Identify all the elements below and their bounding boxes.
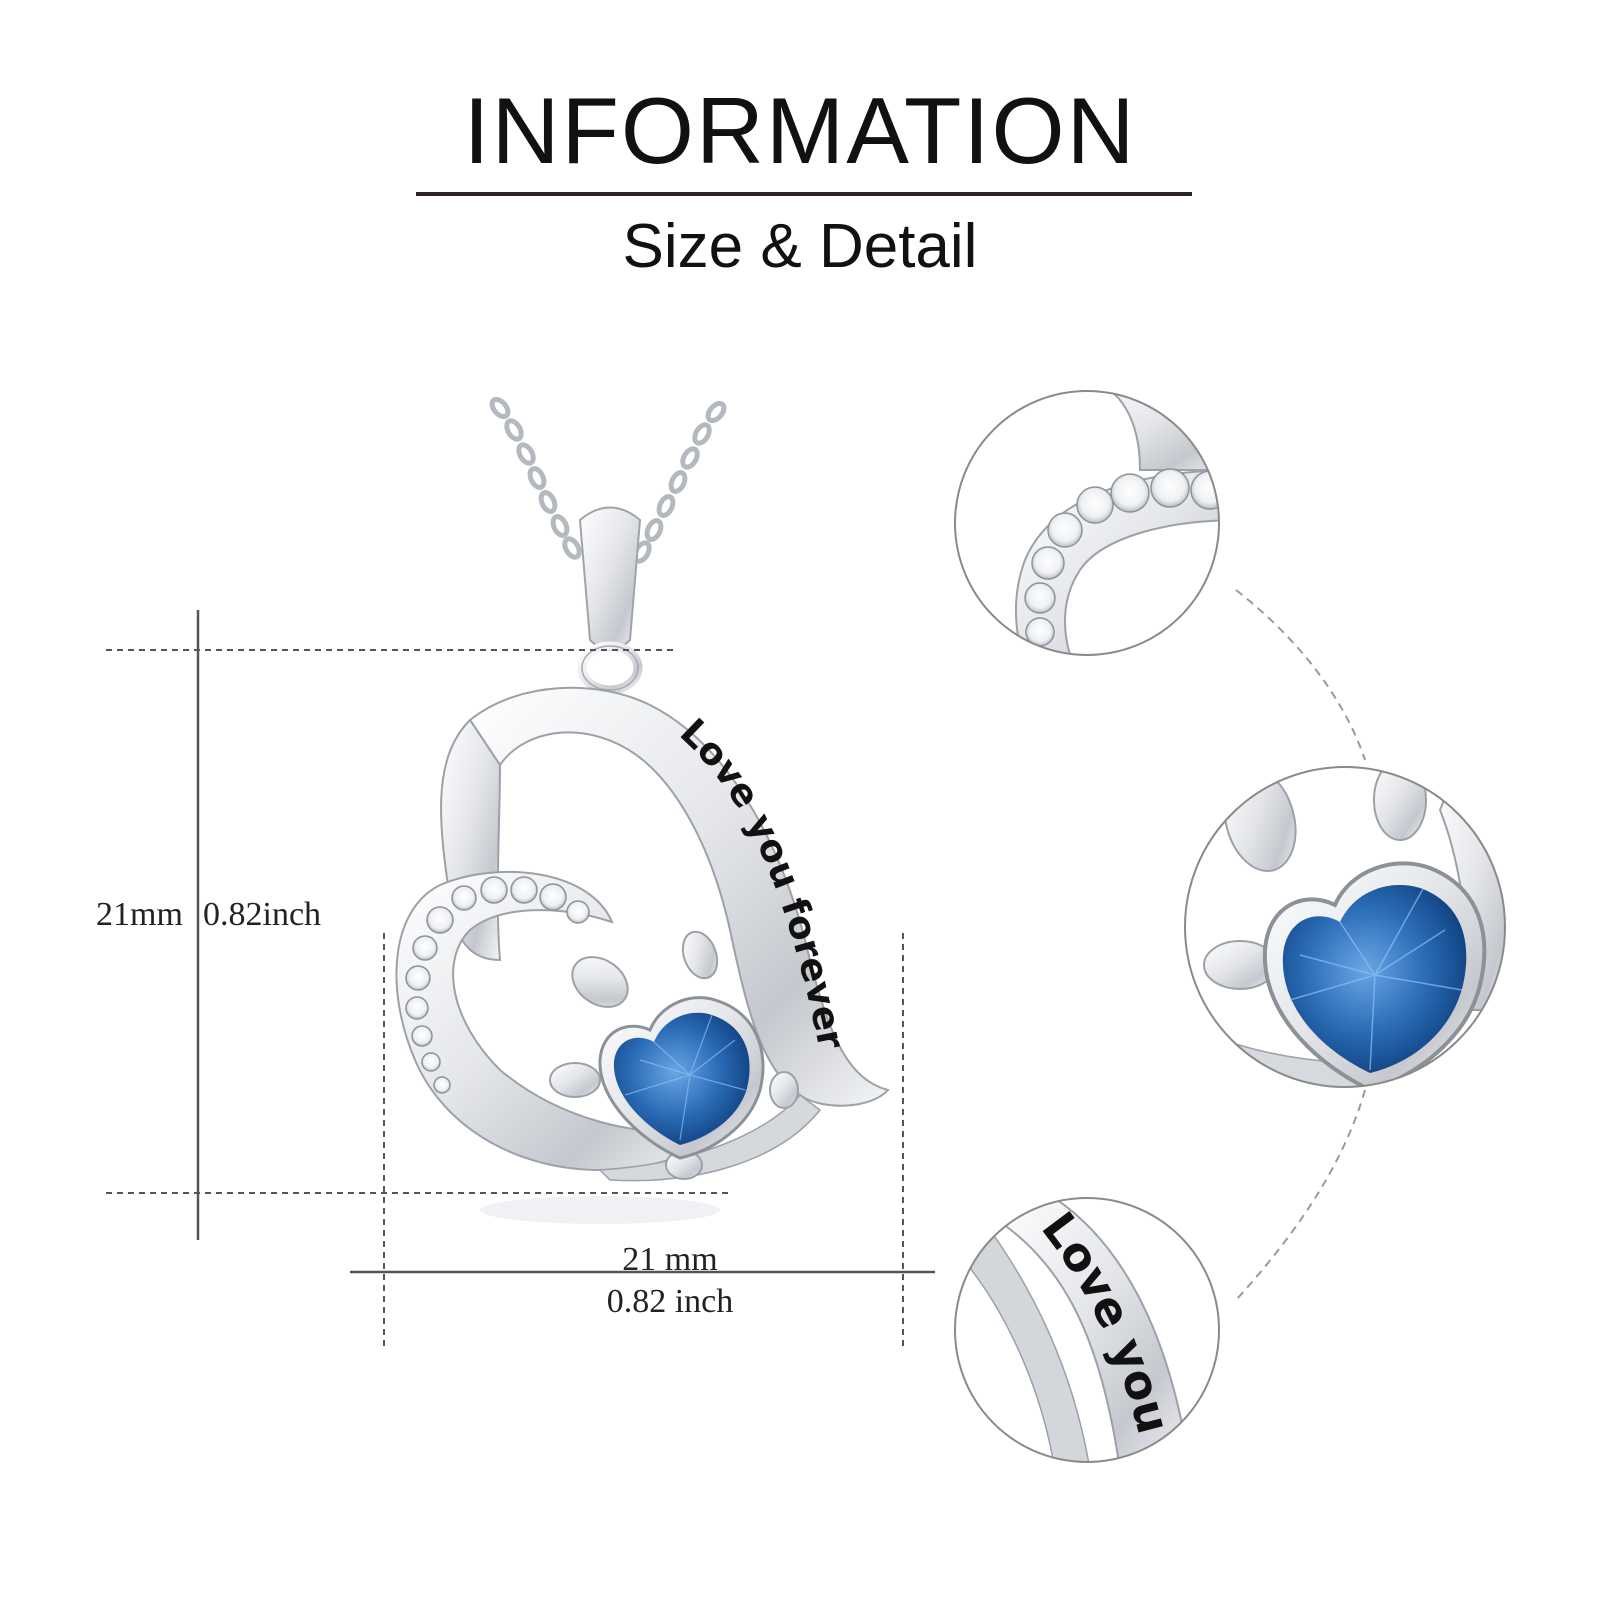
pendant-bail — [577, 506, 643, 695]
detail-connectors — [1235, 589, 1366, 1301]
turtle-charm — [549, 930, 799, 1180]
width-mm-label: 21 mm — [622, 1241, 718, 1278]
dimension-lines — [106, 610, 935, 1348]
height-inch-label: 0.82inch — [203, 896, 322, 933]
detail-circle-engraving: Love you — [954, 1197, 1220, 1463]
pave-crystals — [405, 876, 590, 1094]
detail-circle-crystals — [954, 390, 1220, 656]
heart-pendant: Love you forever — [395, 686, 890, 1224]
detail-circle-gemstone: rever — [1184, 766, 1506, 1088]
page-title: INFORMATION — [463, 78, 1137, 183]
height-mm-label: 21mm — [96, 896, 183, 933]
page-subtitle: Size & Detail — [622, 212, 978, 281]
title-divider — [416, 192, 1192, 196]
width-inch-label: 0.82 inch — [606, 1283, 734, 1320]
